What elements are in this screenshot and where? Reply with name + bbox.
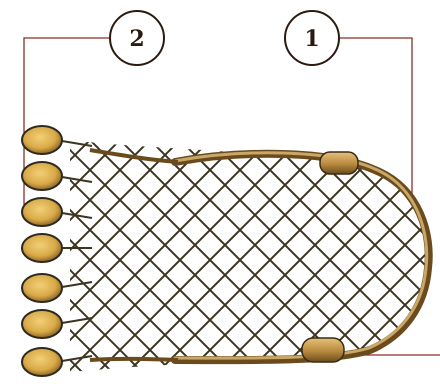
callout-1: 1	[285, 11, 339, 65]
callout-2: 2	[110, 11, 164, 65]
sinker-weight-icon	[22, 310, 92, 338]
net-cord	[0, 130, 130, 384]
frame-float-icon	[302, 338, 344, 362]
net-cord	[0, 130, 130, 384]
net-cord	[0, 130, 10, 384]
net-cord	[0, 130, 10, 384]
sinker-weight-icon	[22, 348, 92, 376]
net-frame-highlight	[175, 153, 427, 358]
callout-2-number: 2	[129, 26, 144, 52]
frame-float-icon	[320, 152, 358, 174]
sinker-weight-icon	[22, 162, 92, 190]
callout-1-number: 1	[304, 26, 319, 52]
bottom-cord	[90, 359, 178, 360]
net-cord	[170, 130, 430, 384]
